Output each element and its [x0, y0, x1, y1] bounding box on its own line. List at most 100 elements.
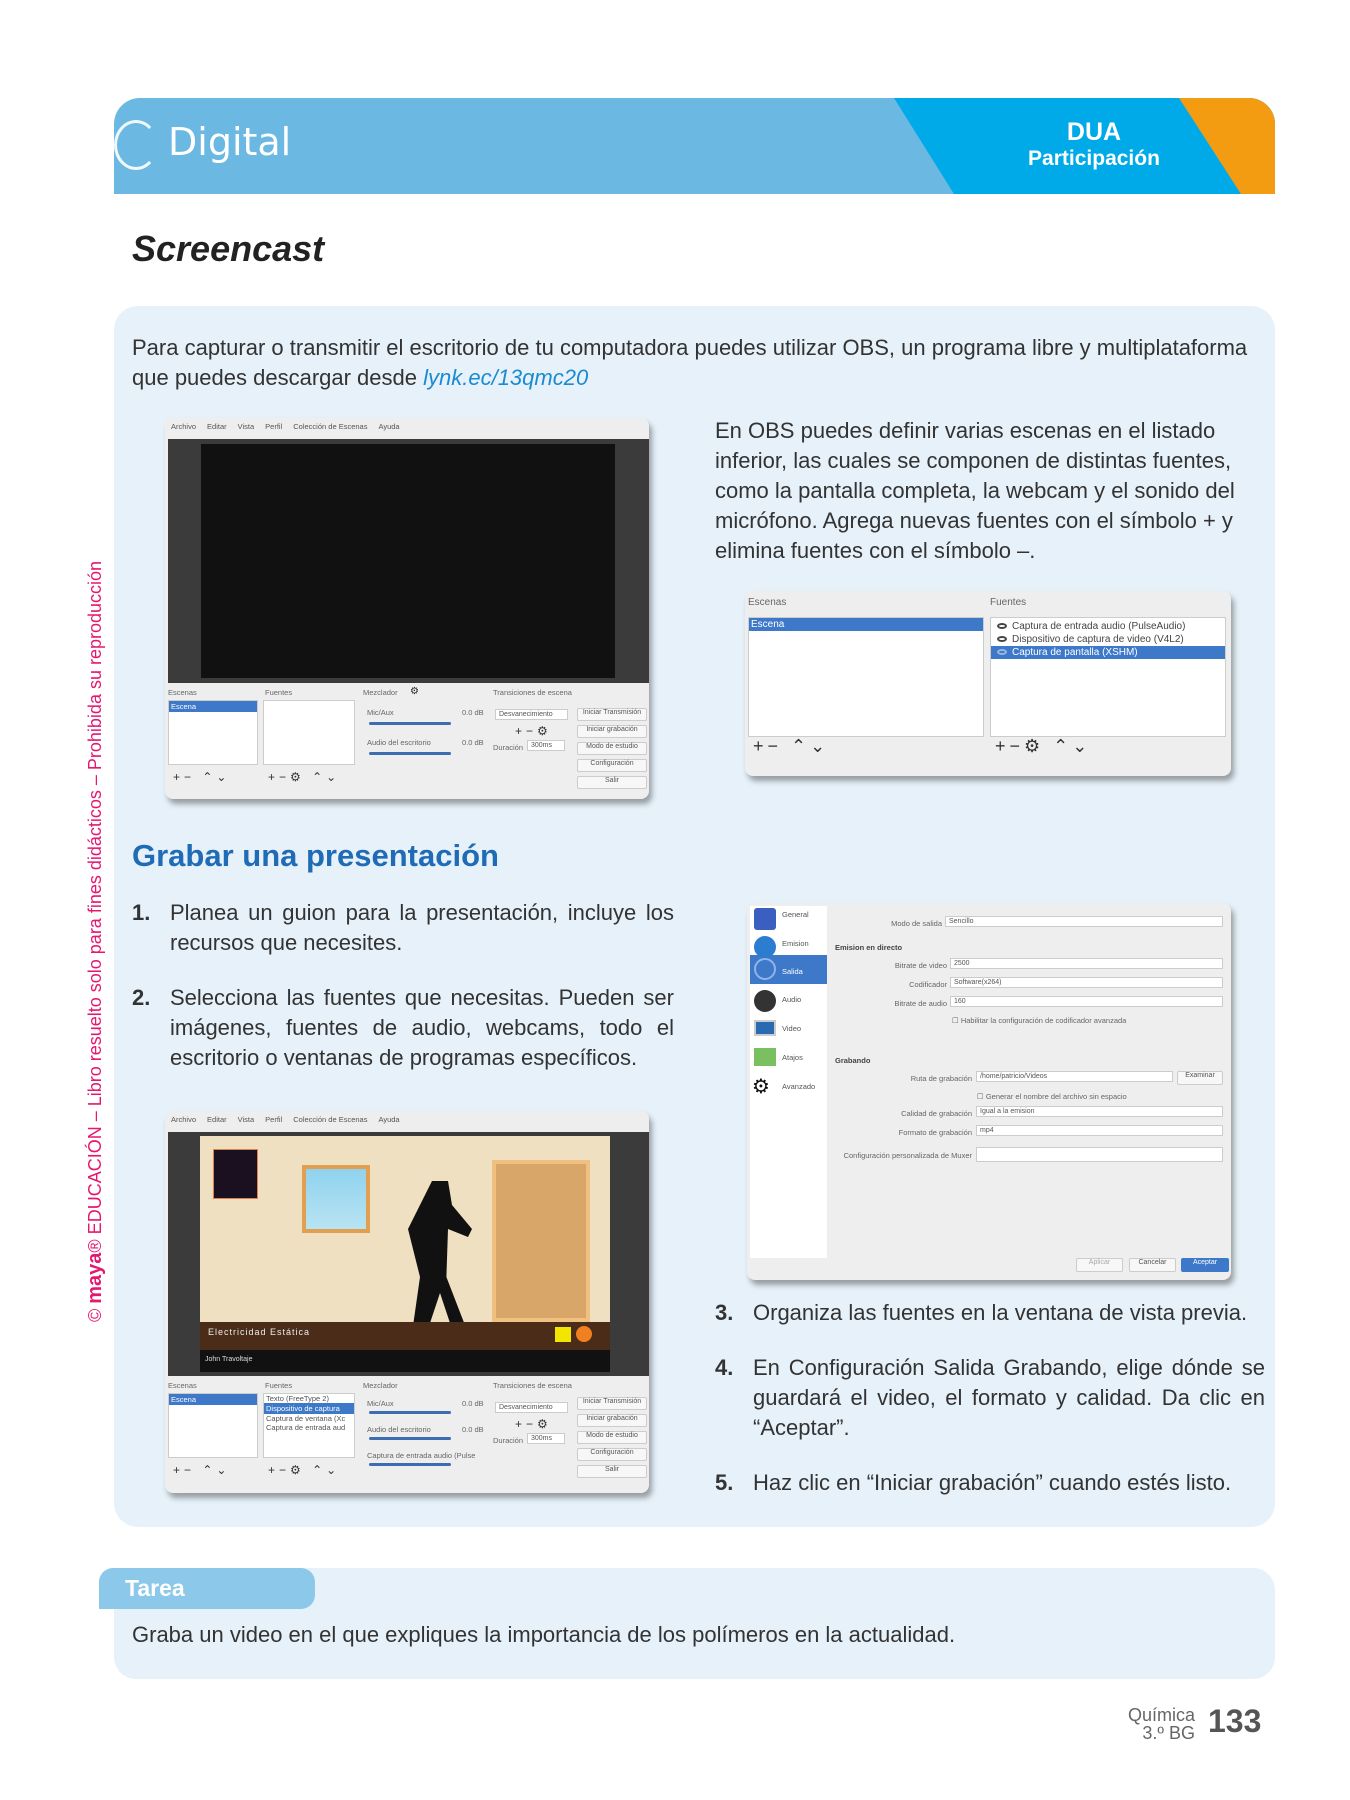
start-stream-button[interactable]: Iniciar Transmisión	[577, 1397, 647, 1410]
gears-icon: ⚙	[752, 1076, 770, 1098]
dua-sub: Participación	[1028, 147, 1160, 170]
settings-button[interactable]: Configuración	[577, 759, 647, 772]
sources-toolbar: +−⚙ ⌃⌄	[268, 770, 341, 784]
step-text: En Configuración Salida Grabando, elige …	[753, 1355, 1265, 1440]
menu-item: Vista	[237, 422, 255, 431]
duration-field[interactable]: 300ms	[527, 1433, 565, 1444]
video-bitrate-label: Bitrate de video	[894, 961, 947, 970]
recording-heading: Grabando	[835, 1056, 871, 1065]
transition-select[interactable]: Desvanecimiento	[495, 709, 568, 720]
sources-list	[263, 700, 355, 765]
step-item: 2.Selecciona las fuentes que necesitas. …	[132, 983, 674, 1073]
encoder-select[interactable]: Software(x264)	[950, 977, 1223, 988]
door-image	[492, 1160, 590, 1322]
advanced-encoder-checkbox[interactable]: ☐ Habilitar la configuración de codifica…	[952, 1016, 1127, 1025]
source-item-selected: Dispositivo de captura	[264, 1403, 354, 1414]
transition-select[interactable]: Desvanecimiento	[495, 1402, 568, 1413]
browse-button[interactable]: Examinar	[1177, 1071, 1223, 1085]
step-number: 4.	[715, 1355, 734, 1380]
muxer-field[interactable]	[976, 1147, 1223, 1162]
sources-label: Fuentes	[990, 597, 1027, 608]
audio-bitrate-select[interactable]: 160	[950, 996, 1223, 1007]
source-item: Captura de entrada aud	[266, 1423, 346, 1432]
volume-slider[interactable]	[369, 752, 451, 755]
volume-slider[interactable]	[369, 1463, 451, 1466]
duration-field[interactable]: 300ms	[527, 740, 565, 751]
mixer-track-name: Mic/Aux	[367, 708, 394, 717]
video-bitrate-field[interactable]: 2500	[950, 958, 1223, 969]
sources-toolbar: +−⚙ ⌃⌄	[995, 736, 1092, 756]
transition-toolbar: +−⚙	[515, 724, 552, 738]
replay-icon	[576, 1326, 592, 1342]
scenes-toolbar: +− ⌃⌄	[753, 736, 830, 756]
mixer-label: Mezclador	[363, 1381, 398, 1390]
eye-icon	[997, 649, 1007, 656]
start-stream-button[interactable]: Iniciar Transmisión	[577, 708, 647, 721]
scene-item: Escena	[169, 1394, 257, 1405]
source-item: Texto (FreeType 2)	[266, 1394, 329, 1403]
output-mode-select[interactable]: Sencillo	[945, 916, 1223, 927]
intro-paragraph: Para capturar o transmitir el escritorio…	[132, 333, 1262, 393]
muxer-label: Configuración personalizada de Muxer	[843, 1151, 972, 1160]
menu-item: Perfil	[265, 422, 283, 431]
video-icon	[754, 1020, 776, 1036]
dua-label: DUA	[1066, 118, 1122, 146]
cancel-button[interactable]: Cancelar	[1129, 1258, 1176, 1272]
section-brand: Digital	[168, 120, 292, 164]
apply-button[interactable]: Aplicar	[1076, 1258, 1123, 1272]
menu-item: Archivo	[171, 422, 197, 431]
preview-area: Electricidad Estática John Travoltaje	[168, 1132, 649, 1376]
floor	[200, 1322, 610, 1350]
exit-button[interactable]: Salir	[577, 776, 647, 789]
scene-item: Escena	[169, 701, 257, 712]
scenes-label: Escenas	[748, 597, 787, 608]
settings-button[interactable]: Configuración	[577, 1448, 647, 1461]
quality-select[interactable]: Igual a la emision	[976, 1106, 1223, 1117]
volume-slider[interactable]	[369, 722, 451, 725]
audio-bitrate-label: Bitrate de audio	[894, 999, 947, 1008]
source-item-selected: Captura de pantalla (XSHM)	[991, 646, 1225, 659]
studio-mode-button[interactable]: Modo de estudio	[577, 742, 647, 755]
stream-heading: Emision en directo	[835, 943, 903, 952]
nospace-checkbox[interactable]: ☐ Generar el nombre del archivo sin espa…	[977, 1092, 1127, 1101]
grade: 3.º BG	[1142, 1723, 1195, 1743]
salida-icon	[754, 958, 776, 980]
format-select[interactable]: mp4	[976, 1125, 1223, 1136]
page-number: 133	[1208, 1703, 1262, 1739]
exit-button[interactable]: Salir	[577, 1465, 647, 1478]
eye-icon	[997, 623, 1007, 630]
scene-item: Escena	[749, 618, 983, 631]
step-item: 4. En Configuración Salida Grabando, elig…	[715, 1353, 1265, 1443]
menu-item: Editar	[207, 422, 227, 431]
start-recording-button[interactable]: Iniciar grabación	[577, 725, 647, 738]
start-recording-button[interactable]: Iniciar grabación	[577, 1414, 647, 1427]
download-link[interactable]: lynk.ec/13qmc20	[423, 365, 589, 390]
scenes-paragraph: En OBS puedes definir varias escenas en …	[715, 418, 1235, 563]
scenes-list: Escena	[168, 1393, 258, 1458]
preview-canvas	[201, 444, 615, 678]
step-number: 2.	[132, 985, 151, 1010]
source-item: Captura de entrada audio (PulseAudio)	[991, 620, 1225, 633]
path-field[interactable]: /home/patricio/Videos	[976, 1071, 1173, 1082]
volume-slider[interactable]	[369, 1437, 451, 1440]
mixer-track-name: Mic/Aux	[367, 1399, 394, 1408]
scenes-list: Escena	[168, 700, 258, 765]
sidebar-salida: Salida	[782, 967, 803, 976]
task-label: Tarea	[99, 1568, 315, 1609]
source-item: Captura de ventana (Xc	[266, 1414, 346, 1423]
sources-toolbar: +−⚙ ⌃⌄	[268, 1463, 341, 1477]
page-title: Screencast	[132, 228, 325, 269]
section-heading: Grabar una presentación	[132, 838, 499, 873]
accept-button[interactable]: Aceptar	[1181, 1258, 1229, 1272]
side-note-text: EDUCACIÓN – Libro resuelto solo para fin…	[85, 560, 105, 1235]
gear-icon: ⚙	[410, 686, 419, 697]
emision-icon	[754, 936, 776, 958]
general-icon	[754, 908, 776, 930]
step-number: 5.	[715, 1470, 734, 1495]
step-item: 5.Haz clic en “Iniciar grabación” cuando…	[715, 1468, 1265, 1498]
studio-mode-button[interactable]: Modo de estudio	[577, 1431, 647, 1444]
volume-slider[interactable]	[369, 1411, 451, 1414]
path-label: Ruta de grabación	[910, 1074, 972, 1083]
